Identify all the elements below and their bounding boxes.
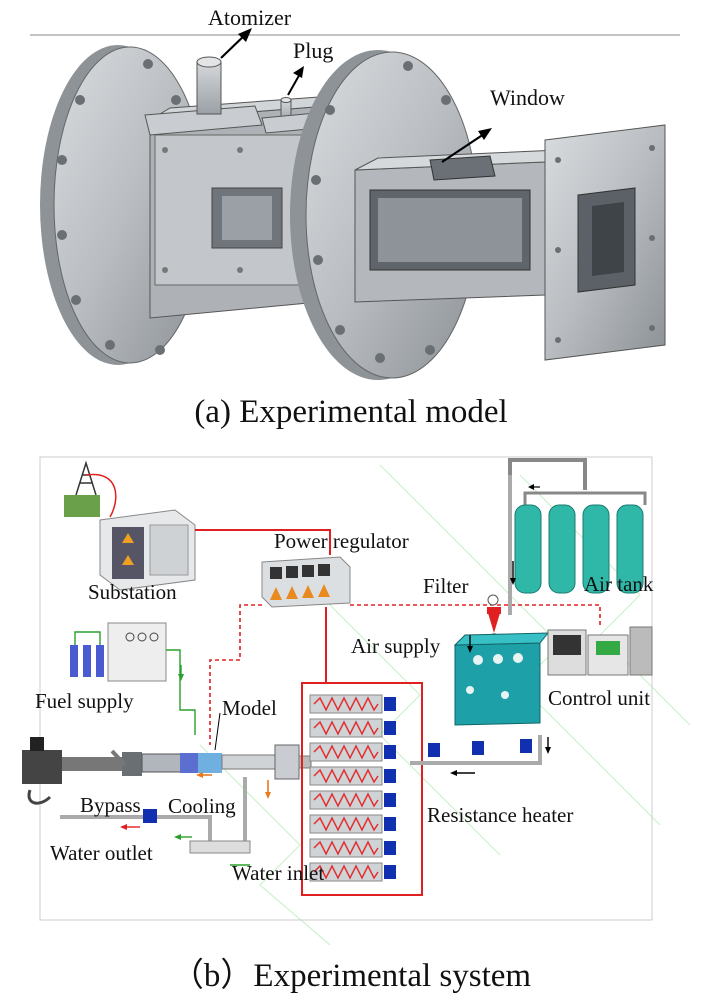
label-substation: Substation bbox=[88, 580, 177, 604]
arrow-window bbox=[441, 131, 488, 163]
caption-b: （b）Experimental system bbox=[170, 958, 532, 994]
control-unit bbox=[547, 626, 653, 676]
arrowhead-plug bbox=[293, 66, 304, 78]
air-line bbox=[410, 735, 551, 776]
label-fuel-supply: Fuel supply bbox=[35, 689, 134, 713]
substation bbox=[64, 460, 196, 591]
label-power-regulator: Power regulator bbox=[274, 529, 409, 553]
power-line-1 bbox=[195, 529, 331, 555]
label-window: Window bbox=[490, 85, 565, 110]
label-air-supply: Air supply bbox=[351, 634, 441, 658]
model-pointer bbox=[214, 712, 221, 751]
cooling-circuit bbox=[60, 777, 251, 866]
experimental-system-figure: Substation Power regulator Air tank Filt… bbox=[22, 456, 691, 945]
system-frame bbox=[39, 456, 653, 921]
label-water-inlet: Water inlet bbox=[232, 861, 324, 885]
fuel-supply bbox=[70, 622, 196, 735]
label-atomizer: Atomizer bbox=[208, 5, 292, 30]
main-pipeline bbox=[22, 737, 312, 805]
label-water-outlet: Water outlet bbox=[50, 841, 153, 865]
label-resistance-heater: Resistance heater bbox=[427, 803, 573, 827]
label-filter: Filter bbox=[423, 574, 469, 598]
filter bbox=[487, 594, 501, 633]
label-air-tank: Air tank bbox=[584, 572, 654, 596]
label-control-unit: Control unit bbox=[548, 686, 650, 710]
power-regulator bbox=[261, 556, 351, 608]
label-cooling: Cooling bbox=[168, 794, 236, 818]
arrowhead-atomizer bbox=[238, 28, 252, 42]
label-bypass: Bypass bbox=[80, 793, 141, 817]
control-line-1 bbox=[350, 604, 601, 628]
window-section bbox=[354, 124, 666, 361]
arrowhead-window bbox=[478, 128, 492, 140]
resistance-heater bbox=[301, 682, 423, 896]
label-plug: Plug bbox=[293, 38, 333, 63]
label-model: Model bbox=[222, 696, 277, 720]
caption-a: (a) Experimental model bbox=[194, 394, 508, 430]
air-supply-panel bbox=[453, 632, 550, 726]
control-line-2 bbox=[209, 604, 262, 745]
air-tanks bbox=[508, 458, 647, 615]
experimental-model-figure: Atomizer Plug Window bbox=[30, 5, 680, 380]
